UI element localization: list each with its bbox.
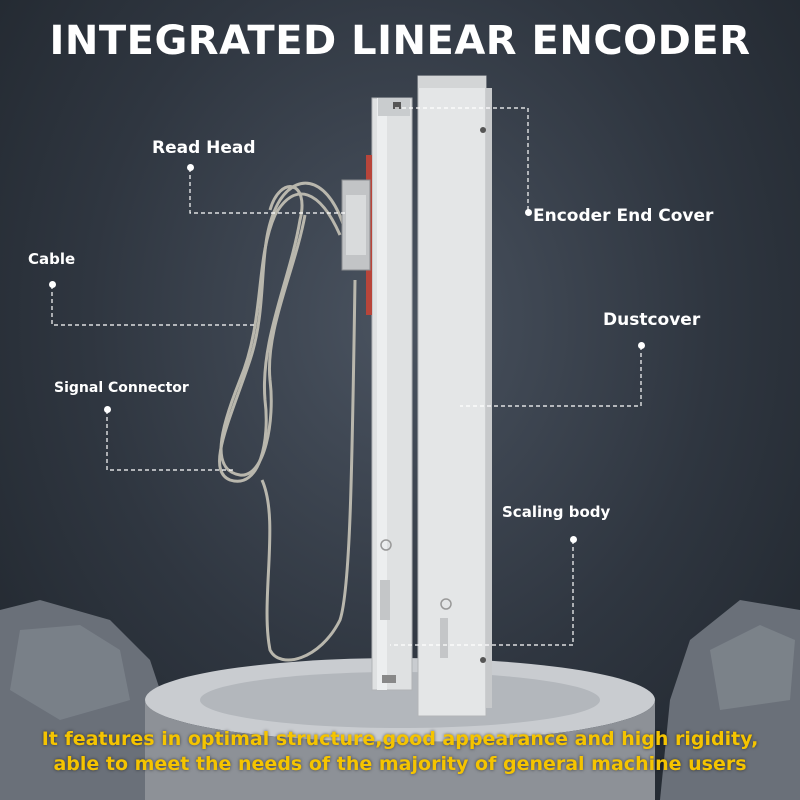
label-signal-connector: Signal Connector (54, 380, 189, 396)
dot-cable (49, 281, 56, 288)
pedestal-side (145, 700, 655, 800)
caption-line-2: able to meet the needs of the majority o… (53, 753, 747, 775)
label-dustcover: Dustcover (603, 310, 701, 330)
dot-encoder-end-cover (525, 209, 532, 216)
dot-signal-connector (104, 406, 111, 413)
label-encoder-end-cover: Encoder End Cover (533, 206, 714, 226)
label-scaling-body: Scaling body (502, 503, 611, 521)
label-cable: Cable (28, 250, 76, 268)
caption-line-1: It features in optimal structure,good ap… (41, 728, 759, 750)
page-title: INTEGRATED LINEAR ENCODER (49, 18, 751, 64)
label-read-head: Read Head (152, 138, 256, 158)
cable (218, 181, 357, 662)
dustcover-panel (417, 75, 487, 717)
dot-dustcover (638, 342, 645, 349)
dot-scaling-body (570, 536, 577, 543)
dot-read-head (187, 164, 194, 171)
callout-lines (51, 107, 642, 646)
